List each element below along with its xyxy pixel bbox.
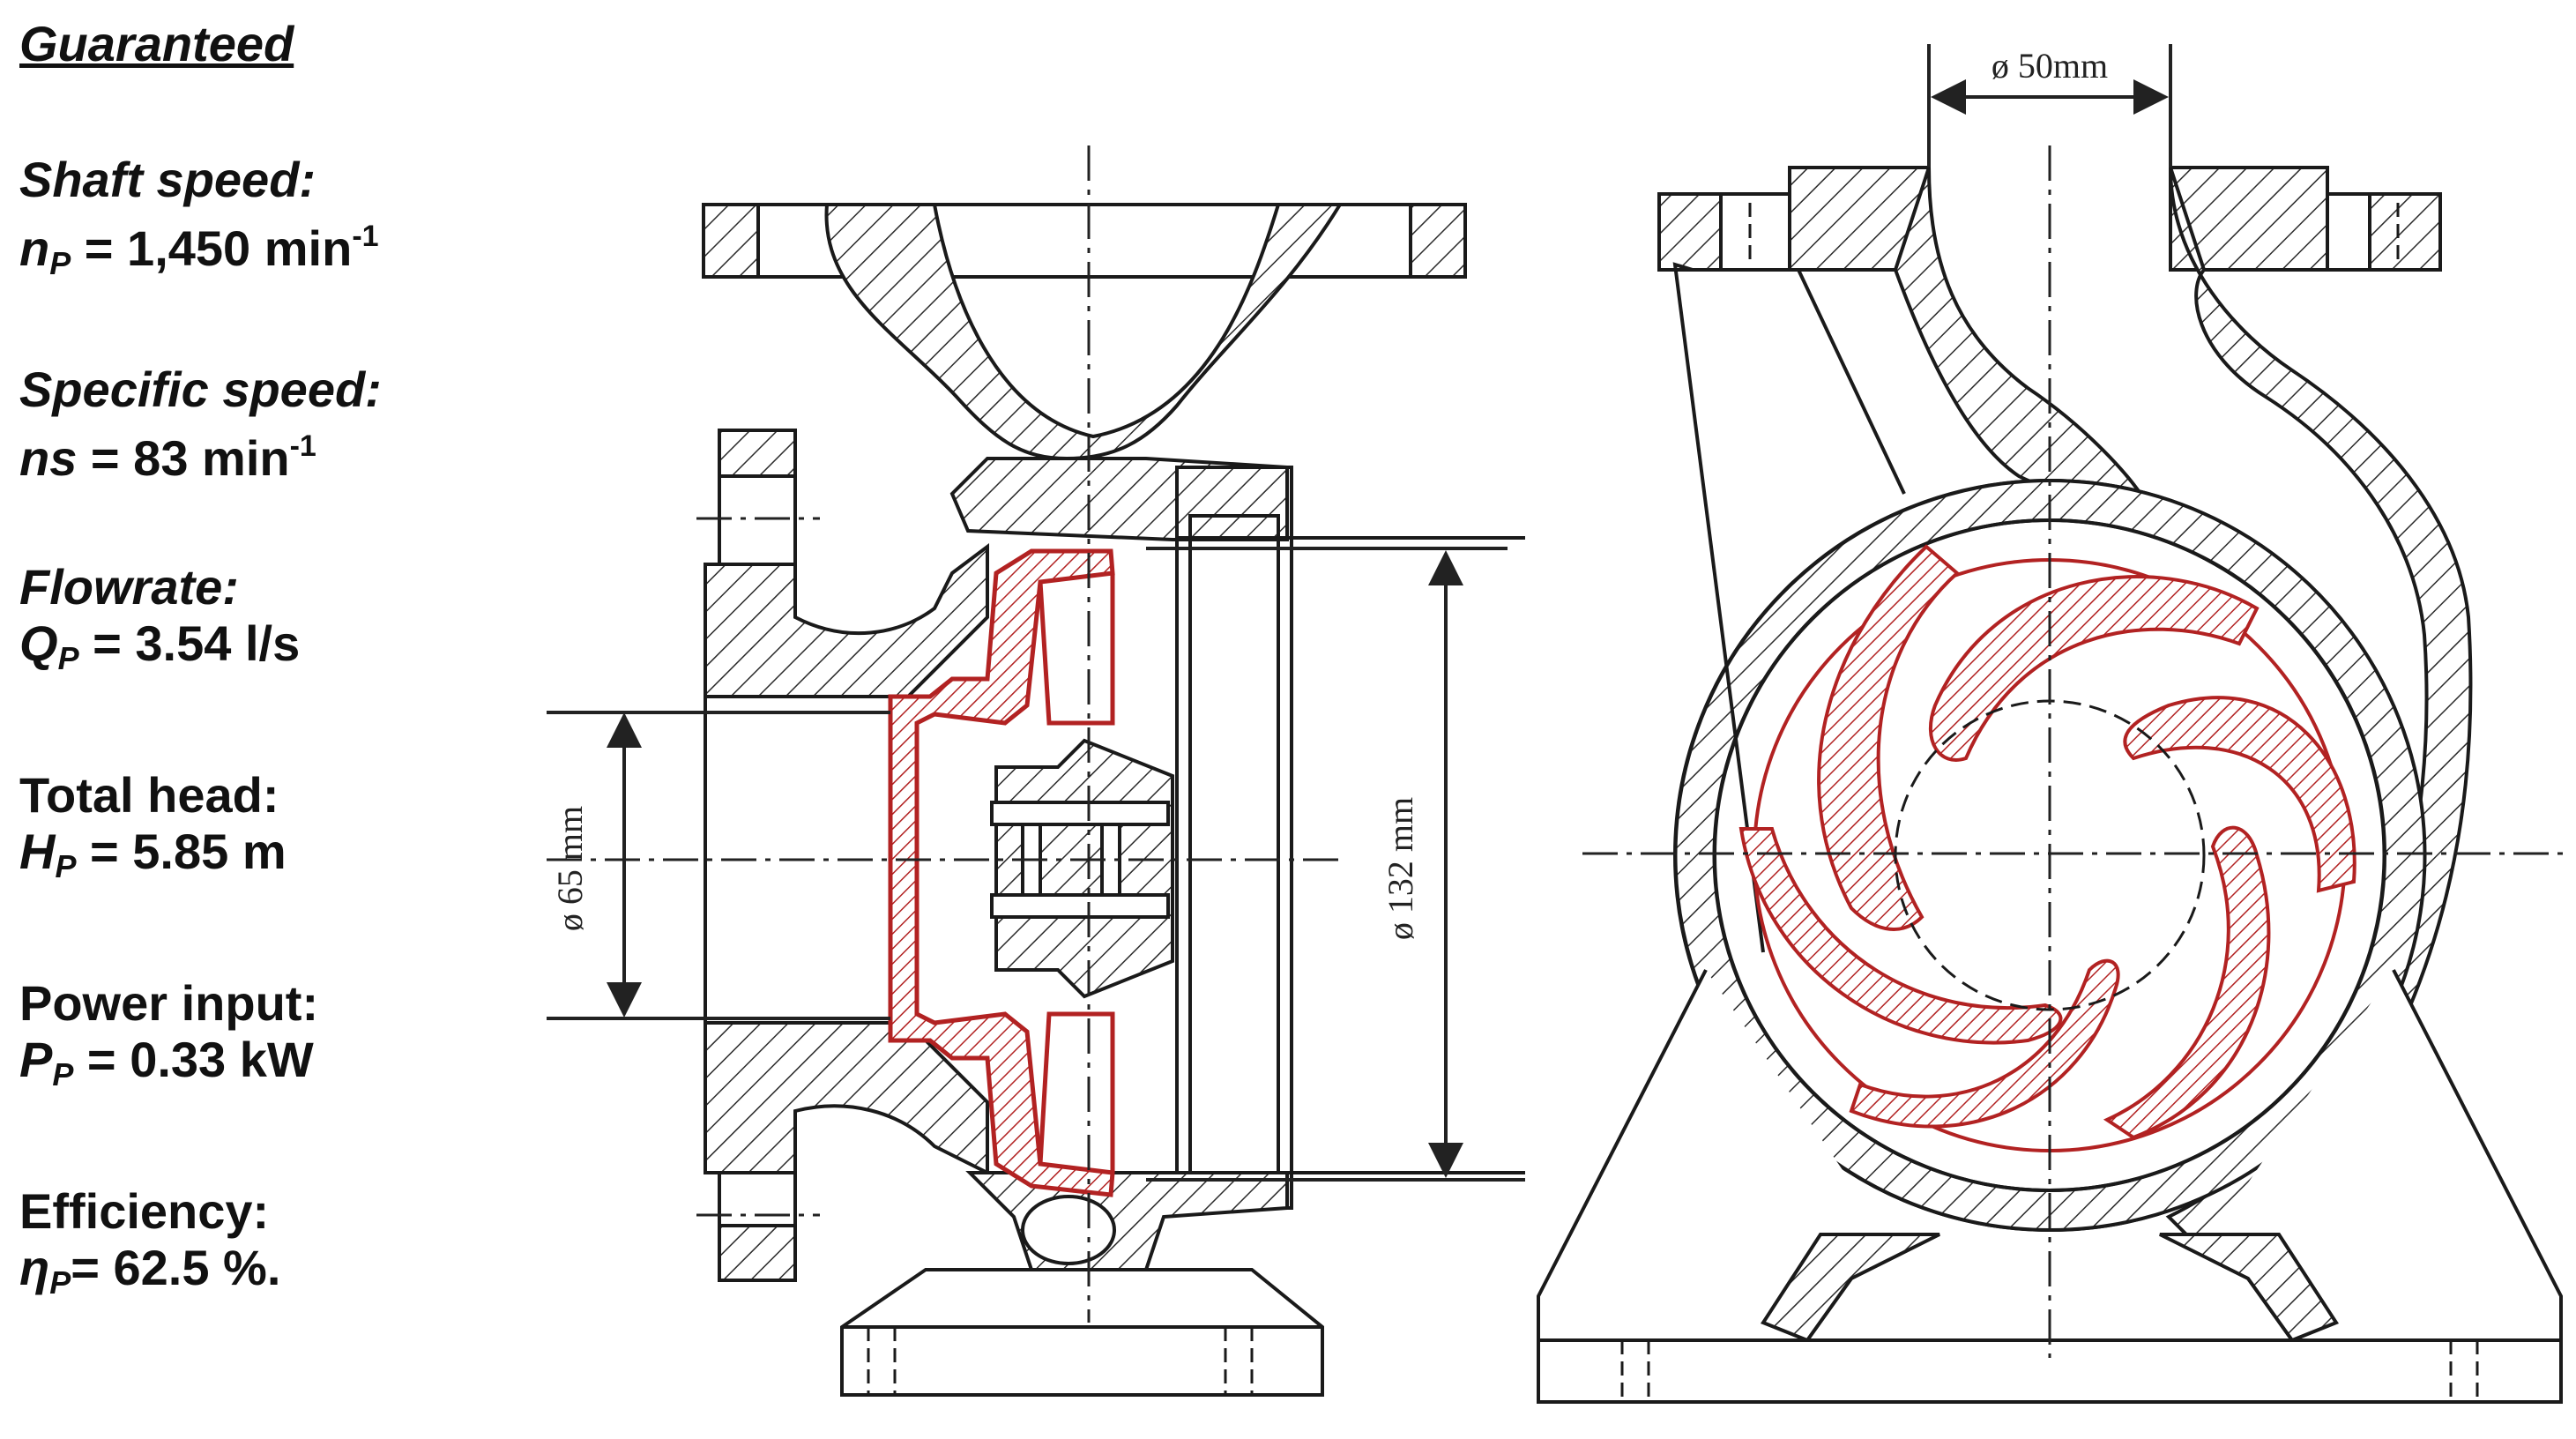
- outlet-flange-left: [1657, 192, 1723, 272]
- outlet-neck-right: [2169, 166, 2329, 272]
- top-flange-right: [1409, 203, 1467, 279]
- outlet-nozzle-section: [824, 203, 1344, 461]
- heading-text: Guaranteed: [19, 16, 294, 71]
- spec-value: = 5.85 m: [76, 824, 287, 879]
- spec-shaft-speed: Shaft speed: nP = 1,450 min-1: [19, 152, 379, 292]
- spec-value: = 83 min: [77, 430, 290, 486]
- spec-label: Efficiency:: [19, 1183, 270, 1239]
- top-flange-left: [702, 203, 760, 279]
- impeller-vane-4: [2103, 825, 2271, 1140]
- front-leg-left-web: [1760, 1233, 1940, 1343]
- casing-throat-section: [949, 457, 1289, 541]
- spec-symbol: P: [19, 1032, 53, 1087]
- dim-impeller-diameter-label: ø 132 mm: [1381, 797, 1420, 940]
- spec-label: Specific speed:: [19, 362, 382, 417]
- casing-outer-right: [1175, 466, 1293, 1210]
- dim-impeller-diameter: [1146, 547, 1525, 1182]
- spec-subscript: P: [49, 1264, 71, 1301]
- guaranteed-heading: Guaranteed: [19, 16, 294, 72]
- sectional-base-foot: [840, 1268, 1324, 1397]
- spec-symbol: n: [19, 220, 50, 276]
- inlet-flange-top: [718, 429, 797, 478]
- spec-subscript: P: [52, 1056, 74, 1092]
- casing-cover: [1188, 514, 1280, 1197]
- spec-efficiency: Efficiency: ηP= 62.5 %.: [19, 1183, 280, 1311]
- front-view: [1537, 166, 2563, 1404]
- inlet-wall-upper: [704, 543, 989, 698]
- sectional-view: [702, 203, 1525, 1397]
- dim-outlet-diameter: [1927, 44, 2172, 168]
- spec-superscript: -1: [352, 220, 379, 253]
- dim-inlet-diameter-label: ø 65 mm: [550, 806, 590, 931]
- inlet-flange-top-bolt: [718, 474, 797, 575]
- spec-subscript: P: [49, 245, 71, 281]
- front-centrelines: [1582, 145, 2570, 1358]
- volute-bottom-passage: [1021, 1195, 1116, 1265]
- impeller-vane-6: [1849, 958, 2120, 1129]
- spec-flowrate: Flowrate: QP = 3.54 l/s: [19, 559, 300, 687]
- spec-symbol: H: [19, 824, 56, 879]
- spec-subscript: P: [57, 640, 79, 676]
- spec-label: Total head:: [19, 767, 279, 823]
- hub-keyway-lower: [990, 893, 1170, 919]
- spec-label: Flowrate:: [19, 559, 239, 615]
- spec-value: = 62.5 %.: [71, 1240, 281, 1295]
- spec-label: Power input:: [19, 975, 319, 1031]
- spec-label: Shaft speed:: [19, 152, 316, 207]
- spec-subscript: P: [55, 848, 77, 884]
- front-base-plate: [1537, 1338, 2563, 1404]
- impeller-vane-1: [1817, 544, 1961, 931]
- impeller-vane-3: [2123, 696, 2356, 893]
- impeller-vane-2: [1929, 575, 2260, 762]
- outlet-flange-left-bolt: [1719, 192, 1793, 272]
- spec-value: = 1,450 min: [71, 220, 353, 276]
- inlet-flange-bottom-bolt: [718, 1171, 797, 1227]
- impeller-front: [1738, 544, 2356, 1152]
- sectional-centrelines: [547, 145, 1340, 1323]
- volute-tongue: [1893, 167, 2155, 514]
- spec-power-input: Power input: PP = 0.33 kW: [19, 975, 318, 1103]
- spec-total-head: Total head: HP = 5.85 m: [19, 767, 287, 895]
- outlet-flange-right-hatched: [2368, 192, 2442, 272]
- dim-inlet-diameter: [547, 711, 890, 1020]
- spec-symbol: η: [19, 1240, 50, 1295]
- impeller-vane-5: [1738, 827, 2063, 1045]
- spec-value: = 0.33 kW: [73, 1032, 314, 1087]
- hub-keyway-upper: [990, 801, 1170, 826]
- dim-outlet-diameter-label: ø 50mm: [1992, 46, 2108, 86]
- impeller-section: [888, 548, 1115, 1197]
- spec-symbol: ns: [19, 430, 78, 486]
- spec-specific-speed: Specific speed: ns = 83 min-1: [19, 362, 382, 487]
- spec-value: = 3.54 l/s: [78, 615, 301, 671]
- front-leg-right-web: [2159, 1233, 2340, 1343]
- spec-symbol: Q: [19, 615, 58, 671]
- inlet-wall-lower: [704, 1021, 989, 1176]
- inlet-flange-bottom: [718, 1224, 797, 1282]
- spec-superscript: -1: [289, 429, 316, 463]
